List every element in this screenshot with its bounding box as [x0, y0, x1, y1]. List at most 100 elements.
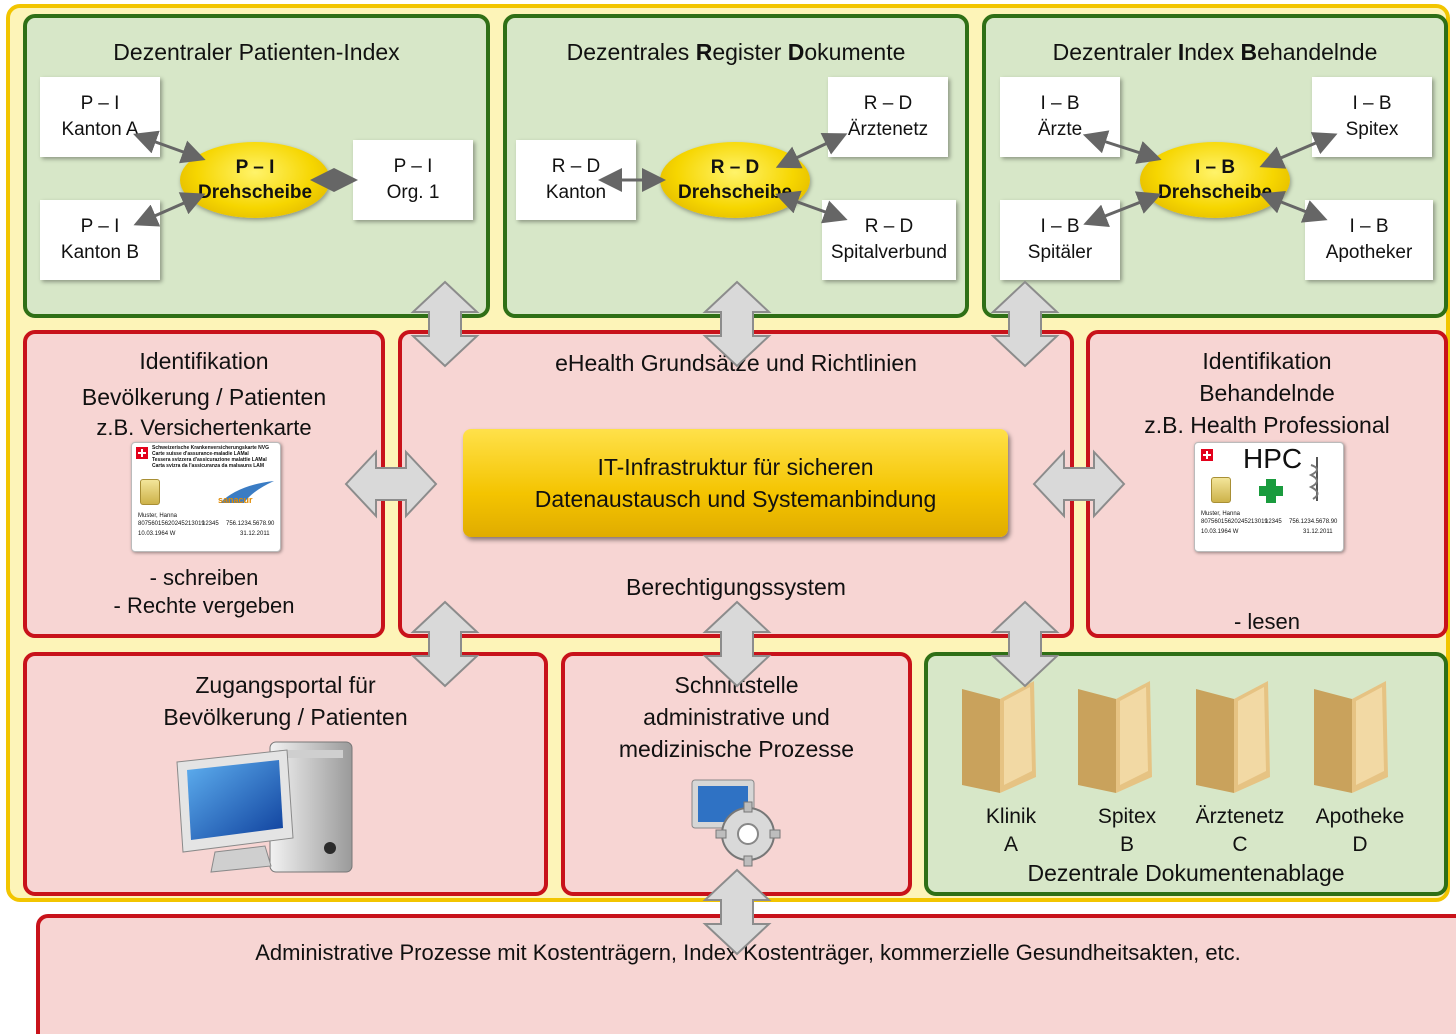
portal-label: Bevölkerung / Patienten: [163, 704, 408, 730]
it-infrastructure-box: IT-Infrastruktur für sicheren Datenausta…: [463, 429, 1008, 537]
card-number: 80756015620245213019: [138, 521, 205, 527]
insurance-card: Schweizerische Krankenversicherungskarte…: [131, 442, 281, 552]
identification-label: Identifikation: [1202, 348, 1332, 374]
access-portal-panel: Zugangsportal für Bevölkerung / Patiente…: [23, 652, 548, 896]
double-arrow-icon: [1032, 449, 1126, 519]
double-arrow-icon: [410, 280, 480, 368]
rights-list-item: - schreiben: [149, 565, 259, 590]
patient-identification-panel: Identifikation Bevölkerung / Patienten z…: [23, 330, 385, 638]
example-label: z.B. Health Professional: [1144, 412, 1390, 438]
title-part: ndex: [1184, 39, 1241, 65]
connector-line: [775, 132, 848, 169]
connector-line: [1259, 132, 1338, 169]
card-holder: Muster, Hanna: [1201, 511, 1241, 517]
node-line: P – I: [80, 216, 120, 237]
node-ib-spitaeler: I – B Spitäler: [1000, 200, 1120, 280]
rights-list-item: - lesen: [1233, 609, 1301, 634]
card-id: 756.1234.5678.90: [226, 521, 275, 527]
caduceus-icon: [1308, 457, 1319, 501]
node-line: Kanton A: [61, 119, 139, 140]
medical-cross-icon: [1259, 479, 1283, 503]
node-line: Spitex: [1345, 119, 1399, 140]
infra-line: Datenaustausch und Systemanbindung: [534, 486, 937, 512]
card-holder: Muster, Hanna: [138, 513, 178, 519]
title-part: D: [787, 39, 805, 65]
title-part: egister: [712, 39, 788, 65]
connector-line: [1259, 191, 1328, 223]
connector-line: [1083, 191, 1162, 227]
portal-label: Zugangsportal für: [195, 672, 376, 698]
card-header: Schweizerische Krankenversicherungskarte…: [152, 445, 269, 451]
node-line: P – I: [80, 93, 120, 114]
folder-icon: [1196, 681, 1270, 793]
card-dob: 10.03.1964 W: [1201, 529, 1239, 535]
hub-line: Drehscheibe: [1157, 182, 1273, 203]
folder-name: Ärztenetz: [1195, 805, 1285, 828]
folder-letter: B: [1119, 833, 1134, 856]
hub-line: Drehscheibe: [677, 182, 793, 203]
title-part: R: [695, 39, 713, 65]
node-line: Ärzte: [1037, 119, 1083, 140]
rights-list-item: - Rechte vergeben: [113, 593, 295, 618]
hpc-label: HPC: [1243, 443, 1303, 474]
connector-line: [133, 130, 206, 164]
folder-letter: A: [1003, 833, 1018, 856]
node-line: I – B: [1040, 93, 1080, 114]
node-line: P – I: [393, 156, 433, 177]
interface-label: medizinische Prozesse: [618, 736, 855, 762]
panel-title: Dezentrales Register Dokumente: [507, 38, 965, 66]
card-id: 756.1234.5678.90: [1289, 519, 1338, 525]
node-line: Org. 1: [386, 182, 440, 203]
title-part: I: [1177, 39, 1185, 65]
node-line: Spitalverbund: [830, 242, 948, 263]
title-part: B: [1240, 39, 1258, 65]
node-pi-kanton-a: P – I Kanton A: [40, 77, 160, 157]
card-valid: 31.12.2011: [240, 531, 270, 537]
panel-title: Dezentraler Index Behandelnde: [986, 38, 1444, 66]
node-line: I – B: [1352, 93, 1392, 114]
double-arrow-icon: [990, 280, 1060, 368]
hub-line: Drehscheibe: [197, 182, 313, 203]
double-arrow-icon: [344, 449, 438, 519]
card-valid: 31.12.2011: [1303, 529, 1333, 535]
population-label: Bevölkerung / Patienten: [81, 384, 327, 410]
node-line: Spitäler: [1027, 242, 1093, 263]
node-line: Ärztenetz: [847, 119, 929, 140]
double-arrow-icon: [702, 868, 772, 956]
swiss-flag-icon: [1201, 449, 1213, 461]
node-line: I – B: [1040, 216, 1080, 237]
title-part: Dezentrales: [566, 39, 696, 65]
panel-title: Dezentraler Patienten-Index: [113, 39, 400, 65]
title-part: okumente: [804, 39, 906, 65]
settings-computer-icon: [691, 779, 781, 867]
chip-icon: [1211, 477, 1231, 503]
double-arrow-icon: [702, 280, 772, 368]
title-part: ehandelnde: [1257, 39, 1378, 65]
practitioners-label: Behandelnde: [1199, 380, 1335, 406]
connector-line: [1082, 130, 1162, 164]
card-number2: 12345: [202, 521, 219, 527]
bird-logo-icon: [220, 481, 274, 503]
example-label: z.B. Versichertenkarte: [96, 415, 312, 440]
authorization-label: Berechtigungssystem: [626, 574, 846, 600]
card-number2: 12345: [1265, 519, 1282, 525]
node-ib-aerzte: I – B Ärzte: [1000, 77, 1120, 157]
node-line: Kanton: [545, 182, 607, 203]
card-header: Carta svizra da l'assicuranza da malsaun…: [152, 463, 265, 469]
folder-icon: [1078, 681, 1152, 793]
card-dob: 10.03.1964 W: [138, 531, 176, 537]
card-brand: sanacur: [218, 495, 253, 505]
node-line: Kanton B: [60, 242, 140, 263]
chip-icon: [140, 479, 160, 505]
double-arrow-icon: [990, 600, 1060, 688]
folder-letter: D: [1352, 833, 1368, 856]
double-arrow-icon: [410, 600, 480, 688]
card-number: 80756015620245213019: [1201, 519, 1268, 525]
node-line: I – B: [1349, 216, 1389, 237]
hub-line: P – I: [235, 157, 275, 178]
folder-name: Apotheke: [1315, 805, 1405, 828]
